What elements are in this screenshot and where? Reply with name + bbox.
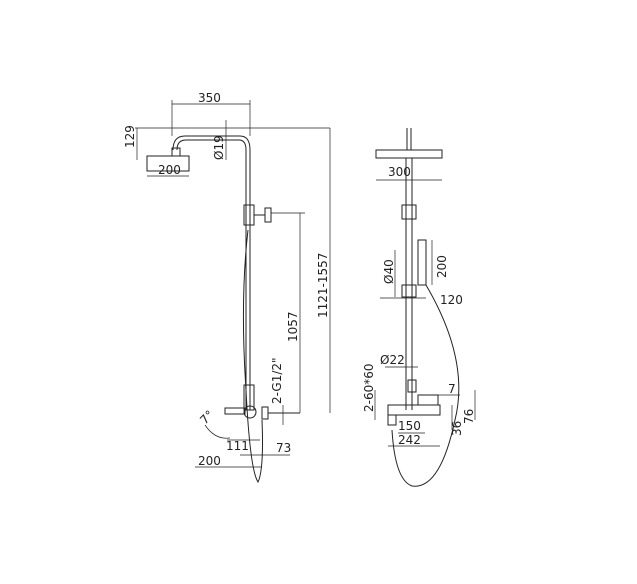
left-view <box>135 100 331 483</box>
dim-mixer-width: 242 <box>398 433 421 447</box>
dim-pipe-diameter: Ø19 <box>212 135 226 160</box>
dim-hand-shower-length: 200 <box>435 255 449 278</box>
dim-bracket-height: 1057 <box>286 311 300 342</box>
hose <box>242 229 263 483</box>
dim-holder-offset: 120 <box>440 293 463 307</box>
dim-head-width: 200 <box>158 163 181 177</box>
dim-small-offset: 7 <box>448 382 456 396</box>
riser-pipe <box>172 135 251 410</box>
dim-pipe-diameter-right: Ø22 <box>380 353 405 367</box>
dim-spout-offset: 111 <box>226 439 249 453</box>
dim-inlet: 2-G1/2" <box>270 357 284 404</box>
hand-shower <box>417 239 427 286</box>
dim-hand-shower-diameter: Ø40 <box>382 259 396 284</box>
shower-head <box>375 149 443 159</box>
hose <box>391 284 460 487</box>
dim-centers: 150 <box>398 419 421 433</box>
dim-head-width-right: 300 <box>388 165 411 179</box>
dim-angle: 7° <box>197 408 217 428</box>
spout <box>224 407 246 415</box>
mixer-body <box>387 404 441 416</box>
right-view <box>374 128 476 487</box>
dim-head-drop: 129 <box>123 125 137 148</box>
dim-arm-length: 350 <box>198 91 221 105</box>
dim-mixer-depth: 73 <box>276 441 291 455</box>
dim-total-height: 1121-1557 <box>316 253 330 318</box>
dim-spout-height: 36 <box>450 421 464 436</box>
mixer-body <box>243 405 257 419</box>
dim-mixer-height: 76 <box>462 409 476 424</box>
dim-spout-length: 200 <box>198 454 221 468</box>
dim-flange: 2-60*60 <box>362 363 376 412</box>
shower-head <box>146 155 190 172</box>
